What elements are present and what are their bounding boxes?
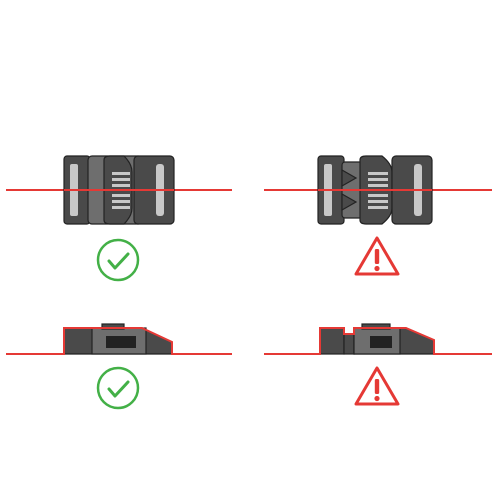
warning-icon: [354, 366, 400, 406]
top-view-incorrect: [264, 155, 492, 225]
strap-line: [6, 327, 232, 355]
side-view-correct: [6, 323, 232, 355]
check-icon: [96, 238, 140, 282]
side-view-incorrect: [264, 323, 492, 355]
buckle-side: [319, 323, 435, 355]
buckle-gap: [341, 168, 358, 212]
check-icon: [96, 366, 140, 410]
buckle-side: [63, 323, 173, 355]
warning-icon: [354, 236, 400, 276]
top-view-correct: [6, 155, 232, 225]
strap-line: [264, 327, 492, 355]
